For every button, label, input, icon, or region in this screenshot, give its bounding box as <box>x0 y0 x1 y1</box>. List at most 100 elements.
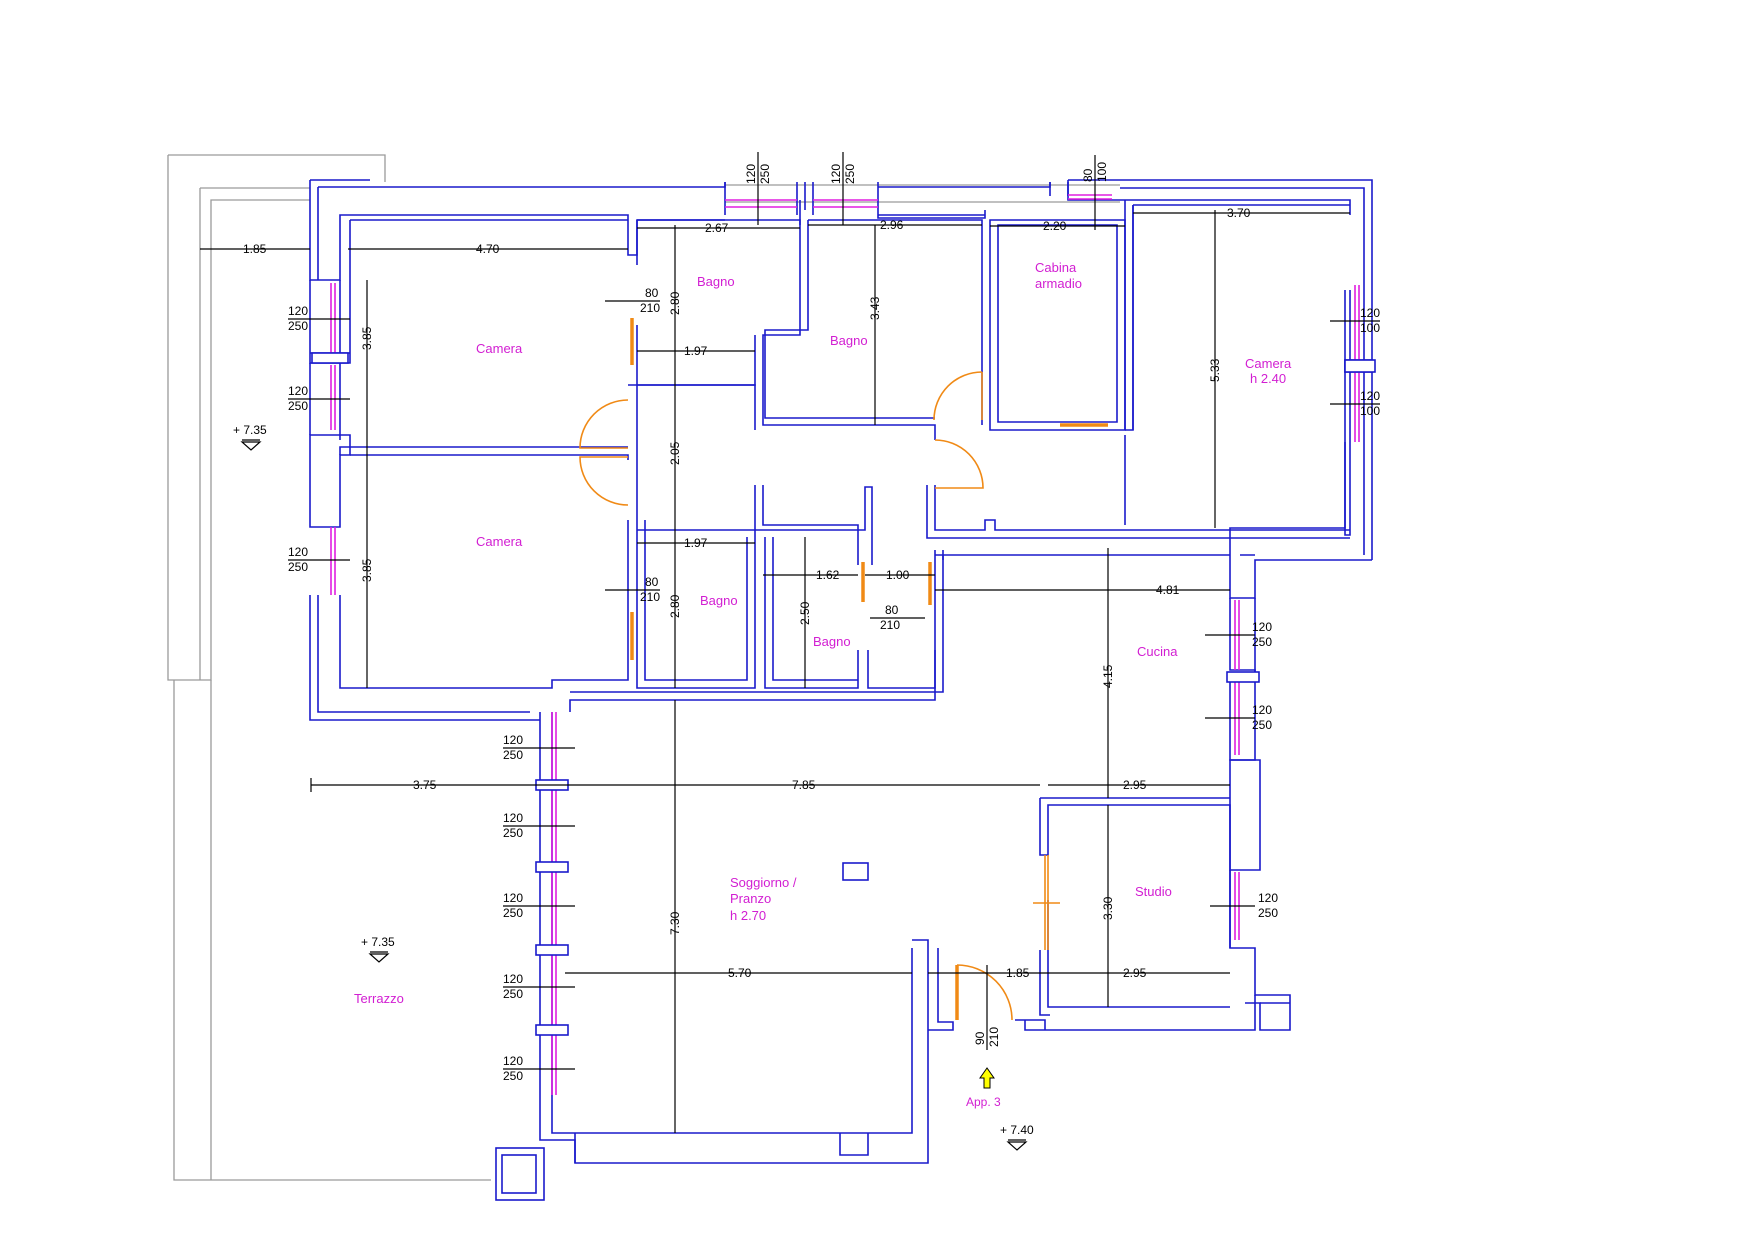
room-labels: Camera Camera Bagno Bagno Bagno Bagno Ca… <box>354 260 1292 1006</box>
room-label-bagno: Bagno <box>700 593 738 608</box>
dim-label: 3.43 <box>868 296 882 320</box>
dimension-lines <box>200 152 1380 1133</box>
dim-label: 3.75 <box>413 778 437 792</box>
svg-text:120: 120 <box>1258 891 1278 905</box>
dim-label: 1.85 <box>1006 966 1030 980</box>
dim-label: 7.85 <box>792 778 816 792</box>
dim-label: 4.70 <box>476 242 500 256</box>
svg-text:250: 250 <box>503 906 523 920</box>
window-tag: 120 250 <box>503 733 523 762</box>
window-tag: 120 250 <box>503 1054 523 1083</box>
svg-text:120: 120 <box>503 733 523 747</box>
svg-text:120: 120 <box>1360 306 1380 320</box>
terrace-outline <box>167 154 1120 1181</box>
svg-text:100: 100 <box>1095 162 1109 182</box>
svg-text:120: 120 <box>503 891 523 905</box>
level-label: + 7.35 <box>233 423 267 437</box>
dim-label: 2.95 <box>1123 966 1147 980</box>
window-tag: 120 250 <box>1252 620 1272 649</box>
dim-label: 2.50 <box>798 601 812 625</box>
svg-text:250: 250 <box>1252 635 1272 649</box>
room-label-cabina: Cabina <box>1035 260 1077 275</box>
entrance-label: App. 3 <box>966 1095 1001 1109</box>
svg-text:250: 250 <box>758 164 772 184</box>
dim-label: 1.00 <box>886 568 910 582</box>
svg-text:80: 80 <box>1081 168 1095 182</box>
room-label-soggiorno: h 2.70 <box>730 908 766 923</box>
doors <box>579 318 1108 1021</box>
window-tag: 80 100 <box>1081 162 1109 182</box>
svg-text:250: 250 <box>288 319 308 333</box>
room-label-camera: Camera <box>476 341 523 356</box>
svg-text:80: 80 <box>885 603 899 617</box>
room-label-camera: Camera <box>476 534 523 549</box>
svg-text:250: 250 <box>288 399 308 413</box>
window-tag: 120 100 <box>1360 306 1380 335</box>
outer-walls <box>309 179 1373 1201</box>
level-markers: + 7.35 + 7.35 + 7.40 <box>233 423 1034 1151</box>
svg-text:250: 250 <box>503 748 523 762</box>
dim-label: 4.15 <box>1101 664 1115 688</box>
level-triangle-icon <box>1006 1139 1028 1151</box>
dim-label: 3.70 <box>1227 206 1251 220</box>
windows <box>330 194 1360 1095</box>
svg-text:120: 120 <box>1252 620 1272 634</box>
level-label: + 7.40 <box>1000 1123 1034 1137</box>
svg-text:120: 120 <box>288 545 308 559</box>
dim-label: 2.20 <box>1043 219 1067 233</box>
dim-label: 2.95 <box>1123 778 1147 792</box>
door-tags: 80 210 80 210 80 210 90 210 <box>640 286 1001 1047</box>
room-label-soggiorno: Pranzo <box>730 891 771 906</box>
window-tag: 120 250 <box>288 545 308 574</box>
window-tag: 120 250 <box>288 304 308 333</box>
svg-text:250: 250 <box>503 826 523 840</box>
inner-walls <box>339 200 1350 1016</box>
svg-text:250: 250 <box>503 987 523 1001</box>
svg-text:120: 120 <box>503 1054 523 1068</box>
svg-text:210: 210 <box>987 1027 1001 1047</box>
dim-label: 1.85 <box>243 242 267 256</box>
room-label-terrazzo: Terrazzo <box>354 991 404 1006</box>
door-tag: 80 210 <box>640 286 660 315</box>
dim-label: 1.97 <box>684 536 708 550</box>
svg-text:120: 120 <box>288 304 308 318</box>
level-label: + 7.35 <box>361 935 395 949</box>
door-tag: 90 210 <box>973 1027 1001 1047</box>
svg-text:210: 210 <box>640 590 660 604</box>
dim-label: 3.85 <box>360 558 374 582</box>
dim-label: 3.85 <box>360 326 374 350</box>
svg-text:80: 80 <box>645 286 659 300</box>
svg-text:90: 90 <box>973 1031 987 1045</box>
svg-text:120: 120 <box>503 811 523 825</box>
dim-label: 2.80 <box>668 291 682 315</box>
dim-label: 4.81 <box>1156 583 1180 597</box>
svg-text:80: 80 <box>645 575 659 589</box>
dim-label: 1.97 <box>684 344 708 358</box>
entrance-arrow-icon <box>979 1067 995 1089</box>
dim-label: 2.05 <box>668 441 682 465</box>
svg-text:250: 250 <box>288 560 308 574</box>
window-tag: 120 250 <box>503 891 523 920</box>
dim-label: 3.30 <box>1101 896 1115 920</box>
svg-text:250: 250 <box>1258 906 1278 920</box>
level-triangle-icon <box>368 951 390 963</box>
window-tag: 120 250 <box>829 164 857 184</box>
room-label-bagno: Bagno <box>830 333 868 348</box>
svg-text:120: 120 <box>744 164 758 184</box>
window-tag: 120 250 <box>503 972 523 1001</box>
dimension-texts: 1.85 4.70 2.67 2.96 2.20 3.70 3.85 2.80 … <box>243 206 1251 980</box>
room-label-studio: Studio <box>1135 884 1172 899</box>
window-tag: 120 250 <box>503 811 523 840</box>
window-tag: 120 250 <box>1252 703 1272 732</box>
svg-text:120: 120 <box>1360 389 1380 403</box>
window-tag: 120 250 <box>744 164 772 184</box>
dim-label: 2.67 <box>705 221 729 235</box>
svg-text:120: 120 <box>503 972 523 986</box>
svg-text:100: 100 <box>1360 404 1380 418</box>
dim-label: 5.70 <box>728 966 752 980</box>
dim-label: 2.96 <box>880 218 904 232</box>
window-tag: 120 100 <box>1360 389 1380 418</box>
door-tag: 80 210 <box>880 603 900 632</box>
svg-text:250: 250 <box>1252 718 1272 732</box>
